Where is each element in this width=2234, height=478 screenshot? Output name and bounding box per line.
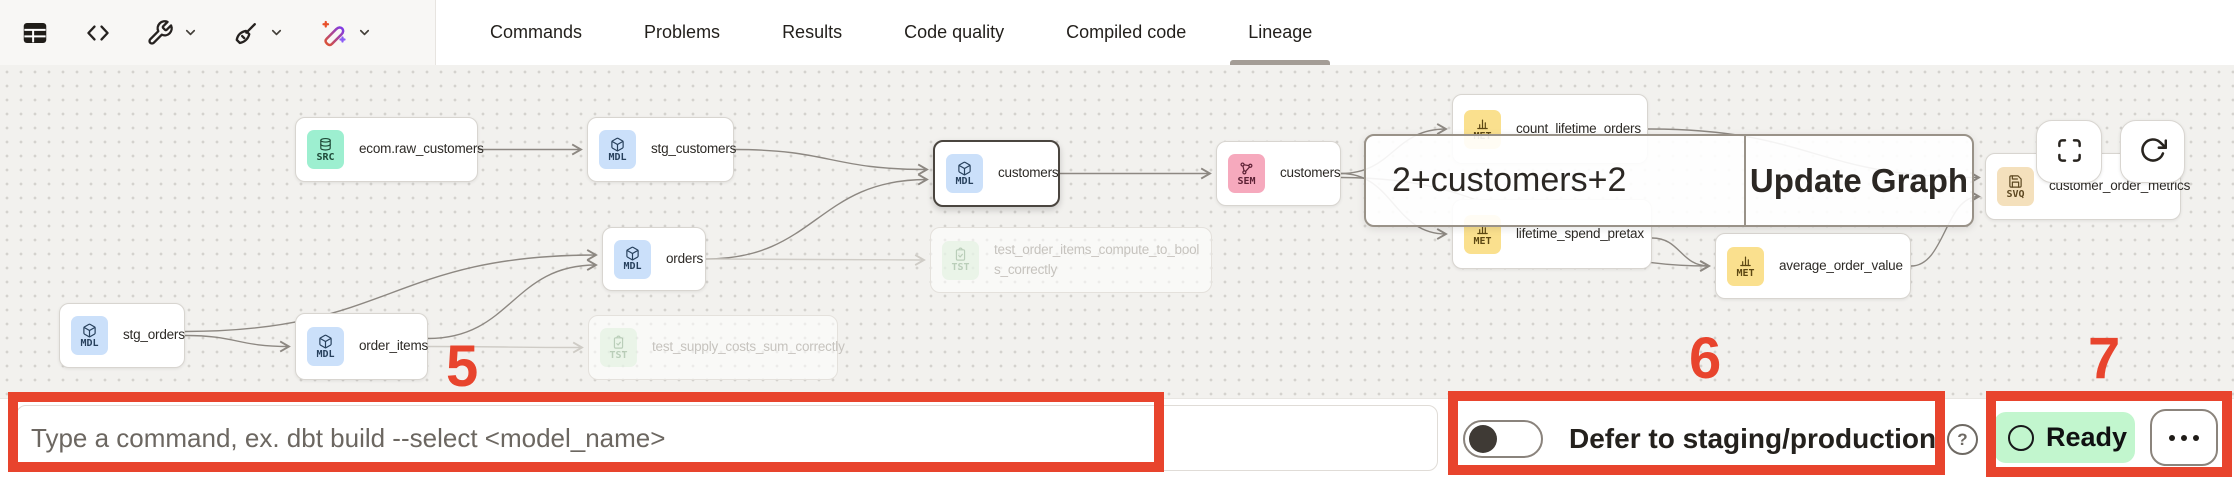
more-options-button[interactable]: [2150, 409, 2218, 466]
refresh-icon: [2139, 136, 2167, 167]
bar-chart-icon: [1475, 116, 1490, 131]
lineage-selector-overlay: 2+customers+2 Update Graph: [1364, 134, 1974, 227]
share-nodes-icon: [1239, 161, 1254, 176]
node-label: orders: [666, 250, 704, 266]
node-type-label: SVQ: [2006, 188, 2025, 200]
node-label: customers: [1280, 165, 1341, 181]
node-label: average_order_value: [1779, 257, 1903, 273]
node-label: stg_orders: [123, 327, 185, 343]
node-type-badge: MDL: [307, 327, 344, 366]
magic-wand-icon[interactable]: [318, 18, 348, 48]
node-label: order_items: [359, 338, 429, 354]
node-type-label: MDL: [955, 175, 974, 187]
bar-chart-icon: [1738, 253, 1753, 268]
node-type-badge: MDL: [614, 239, 651, 279]
tab-results[interactable]: Results: [782, 22, 843, 42]
editor-icon-toolbar: [0, 0, 436, 65]
tab-compiled-code[interactable]: Compiled code: [1066, 22, 1187, 42]
node-type-badge: SVQ: [1997, 167, 2034, 206]
fullscreen-icon: [2056, 137, 2083, 167]
code-icon[interactable]: [84, 19, 112, 47]
node-type-label: MDL: [623, 261, 642, 272]
cube-icon: [82, 323, 97, 338]
node-type-label: MET: [1473, 236, 1492, 247]
chevron-down-icon[interactable]: [183, 25, 198, 40]
node-type-badge: MET: [1727, 246, 1764, 286]
cube-icon: [318, 334, 333, 349]
node-type-badge: SEM: [1228, 154, 1265, 193]
node-type-label: SRC: [316, 151, 335, 163]
lineage-selector-input[interactable]: 2+customers+2: [1366, 136, 1746, 225]
lineage-node-stg_customers[interactable]: MDL stg_customers: [587, 117, 737, 182]
node-type-label: MDL: [608, 151, 627, 163]
tab-code-quality[interactable]: Code quality: [904, 22, 1005, 42]
tab-lineage[interactable]: Lineage: [1226, 0, 1334, 65]
refresh-graph-button[interactable]: [2120, 120, 2185, 183]
node-label: test_order_items_compute_to_bools_correc…: [994, 241, 1200, 277]
node-label: ecom.raw_customers: [359, 141, 484, 157]
cube-icon: [610, 137, 625, 152]
node-type-label: TST: [951, 262, 970, 273]
update-graph-button[interactable]: Update Graph: [1749, 161, 1969, 199]
tab-commands[interactable]: Commands: [490, 22, 583, 42]
node-type-label: MDL: [316, 348, 335, 360]
node-label: stg_customers: [651, 141, 737, 157]
command-bar: Type a command, ex. dbt build --select <…: [0, 398, 2234, 478]
node-type-badge: MDL: [599, 130, 636, 169]
lineage-node-orders[interactable]: MDL orders: [602, 227, 706, 291]
node-type-badge: TST: [942, 240, 979, 280]
node-label: lifetime_spend_pretax: [1516, 225, 1644, 241]
lineage-node-order_items[interactable]: MDL order_items: [295, 313, 428, 380]
node-label: count_lifetime_orders: [1516, 120, 1641, 136]
top-toolbar: Commands Problems Results Code quality Compi…: [0, 0, 2234, 65]
node-label: customers: [998, 165, 1059, 181]
tab-problems[interactable]: Problems: [644, 22, 721, 42]
node-type-badge: SRC: [307, 130, 344, 169]
clipboard-check-icon: [611, 335, 626, 350]
cube-icon: [625, 246, 640, 261]
node-type-badge: MDL: [71, 316, 108, 355]
lineage-node-average_order_value[interactable]: MET average_order_value: [1715, 233, 1911, 299]
command-input[interactable]: Type a command, ex. dbt build --select <…: [16, 405, 1438, 471]
floppy-icon: [2008, 174, 2023, 189]
ellipsis-icon: [2169, 434, 2175, 441]
toggle-knob: [1469, 425, 1497, 453]
ready-status-button[interactable]: Ready: [1994, 412, 2135, 463]
lineage-node-test_order_items[interactable]: TST test_order_items_compute_to_bools_cor…: [930, 227, 1212, 293]
lineage-node-raw_customers[interactable]: SRC ecom.raw_customers: [295, 117, 484, 182]
node-type-label: MET: [1736, 268, 1755, 279]
lineage-node-test_supply[interactable]: TST test_supply_costs_sum_correctly: [588, 315, 845, 380]
chevron-down-icon[interactable]: [357, 25, 372, 40]
lineage-node-stg_orders[interactable]: MDL stg_orders: [59, 303, 185, 368]
wrench-icon[interactable]: [146, 19, 174, 47]
node-type-badge: MDL: [946, 154, 983, 193]
clipboard-check-icon: [953, 247, 968, 262]
command-input-placeholder: Type a command, ex. dbt build --select <…: [31, 422, 666, 453]
panel-tabs: Commands Problems Results Code quality Compi…: [468, 0, 1334, 65]
node-type-badge: TST: [600, 328, 637, 367]
fullscreen-button[interactable]: [2036, 120, 2102, 183]
help-icon[interactable]: ?: [1947, 424, 1978, 455]
status-label: Ready: [2046, 422, 2128, 452]
node-type-label: SEM: [1237, 175, 1256, 187]
lineage-node-customers_model[interactable]: MDL customers: [933, 140, 1060, 207]
cube-icon: [957, 161, 972, 176]
node-type-label: MDL: [80, 337, 99, 349]
database-icon: [318, 137, 333, 152]
status-circle-icon: [2008, 424, 2034, 451]
broom-icon[interactable]: [232, 19, 260, 47]
defer-toggle-label: Defer to staging/production: [1569, 423, 1937, 454]
defer-toggle[interactable]: [1463, 420, 1543, 458]
node-type-label: TST: [609, 349, 628, 361]
lineage-node-customers_semantic[interactable]: SEM customers: [1216, 141, 1341, 206]
chevron-down-icon[interactable]: [269, 25, 284, 40]
table-icon[interactable]: [20, 18, 50, 48]
node-label: test_supply_costs_sum_correctly: [652, 339, 845, 355]
